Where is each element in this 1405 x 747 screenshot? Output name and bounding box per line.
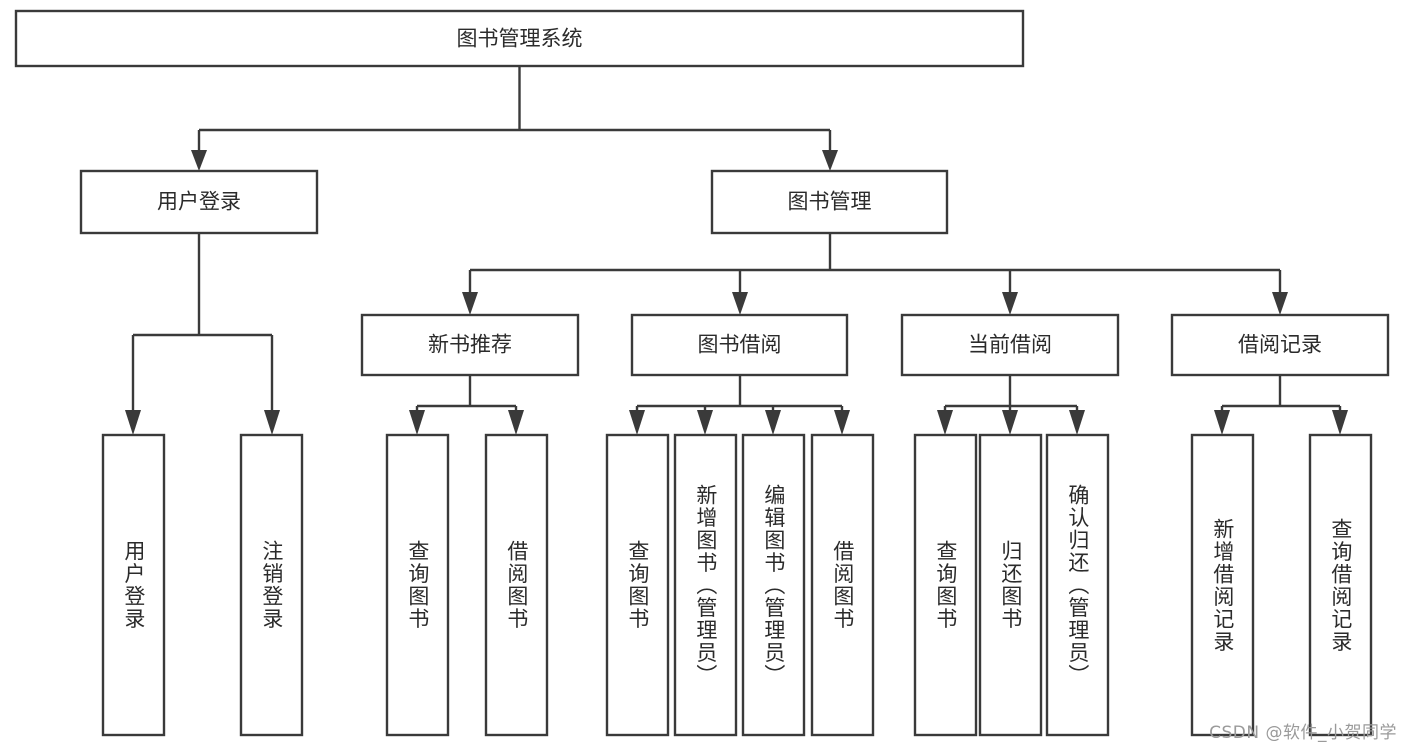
arrow-head-leaf-edit-book [765,410,781,435]
node-layer: 图书管理系统 用户登录 图书管理 新书推荐 图书借阅 当前借阅 借阅记录 [14,9,1390,737]
node-box-leaf-return-book[interactable] [978,433,1043,737]
node-label-root: 图书管理系统 [457,27,583,51]
arrow-head-leaf-add-record [1214,410,1230,435]
node-box-leaf-add-book[interactable] [673,433,738,737]
node-box-user-login[interactable] [79,169,319,235]
node-box-leaf-user-login[interactable] [101,433,166,737]
node-label-book-borrow: 图书借阅 [698,333,782,357]
arrow-head-leaf-return-book [1002,410,1018,435]
arrow-head-leaf-confirm-return [1069,410,1085,435]
node-box-leaf-borrow-book[interactable] [810,433,875,737]
node-box-leaf-add-record[interactable] [1190,433,1255,737]
arrow-head-leaf-add-book [697,410,713,435]
node-label-user-login: 用户登录 [157,190,241,214]
arrow-head-new-book-rec [462,292,478,315]
node-box-leaf-edit-book[interactable] [741,433,806,737]
arrow-head-leaf-user-login [125,410,141,435]
arrow-head-leaf-borrow-book [834,410,850,435]
node-box-leaf-query-book-rec[interactable] [385,433,450,737]
node-label-current-borrow: 当前借阅 [968,333,1052,357]
node-box-leaf-borrow-book-rec[interactable] [484,433,549,737]
node-box-leaf-query-book-cur[interactable] [913,433,978,737]
arrow-head-current-borrow [1002,292,1018,315]
arrow-head-leaf-user-logout [264,410,280,435]
arrow-head-borrow-record [1272,292,1288,315]
node-box-leaf-user-logout[interactable] [239,433,304,737]
node-box-leaf-query-record[interactable] [1308,433,1373,737]
node-box-book-manage[interactable] [710,169,949,235]
arrow-head-leaf-query-record [1332,410,1348,435]
node-box-current-borrow[interactable] [900,313,1120,377]
arrow-head-leaf-query-book-cur [937,410,953,435]
arrow-head-leaf-borrow-book-rec [508,410,524,435]
node-box-root[interactable] [14,9,1025,68]
arrow-head-book-manage [822,150,838,171]
node-label-borrow-record: 借阅记录 [1238,333,1322,357]
arrow-head-user-login [191,150,207,171]
connector-layer [125,66,1348,435]
node-box-book-borrow[interactable] [630,313,849,377]
node-label-new-book-rec: 新书推荐 [428,333,512,357]
arrow-head-leaf-query-book-rec [409,410,425,435]
arrow-head-book-borrow [732,292,748,315]
node-box-leaf-query-book-borrow[interactable] [605,433,670,737]
arrow-head-leaf-query-book-borrow [629,410,645,435]
node-box-new-book-rec[interactable] [360,313,580,377]
node-box-leaf-confirm-return[interactable] [1045,433,1110,737]
node-label-book-manage: 图书管理 [788,190,872,214]
node-box-borrow-record[interactable] [1170,313,1390,377]
watermark-text: CSDN @软件_小贺同学 [1209,723,1397,743]
